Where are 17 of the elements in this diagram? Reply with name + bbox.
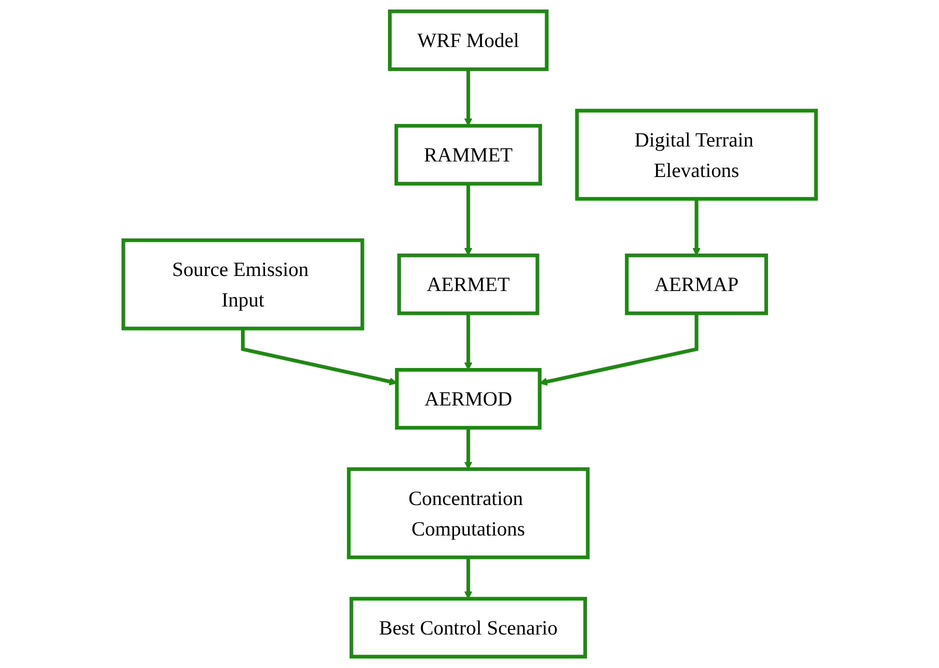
arrow <box>464 313 472 370</box>
node-box: Best Control Scenario <box>349 596 587 658</box>
arrow <box>692 198 700 256</box>
arrow <box>464 69 472 126</box>
arrow <box>464 184 472 256</box>
arrow <box>464 557 472 600</box>
arrow <box>464 428 472 470</box>
node-box: RAMMET <box>394 124 542 186</box>
arrow <box>539 313 698 386</box>
node-box: Source Emission Input <box>121 238 364 330</box>
node-box: Digital Terrain Elevations <box>574 108 818 201</box>
node-box: Concentration Computations <box>346 467 590 560</box>
node-box: AERMAP <box>624 254 768 316</box>
node-box: AERMET <box>397 254 540 316</box>
arrow <box>240 328 398 386</box>
node-box: AERMOD <box>394 368 542 430</box>
node-box: WRF Model <box>388 10 548 72</box>
